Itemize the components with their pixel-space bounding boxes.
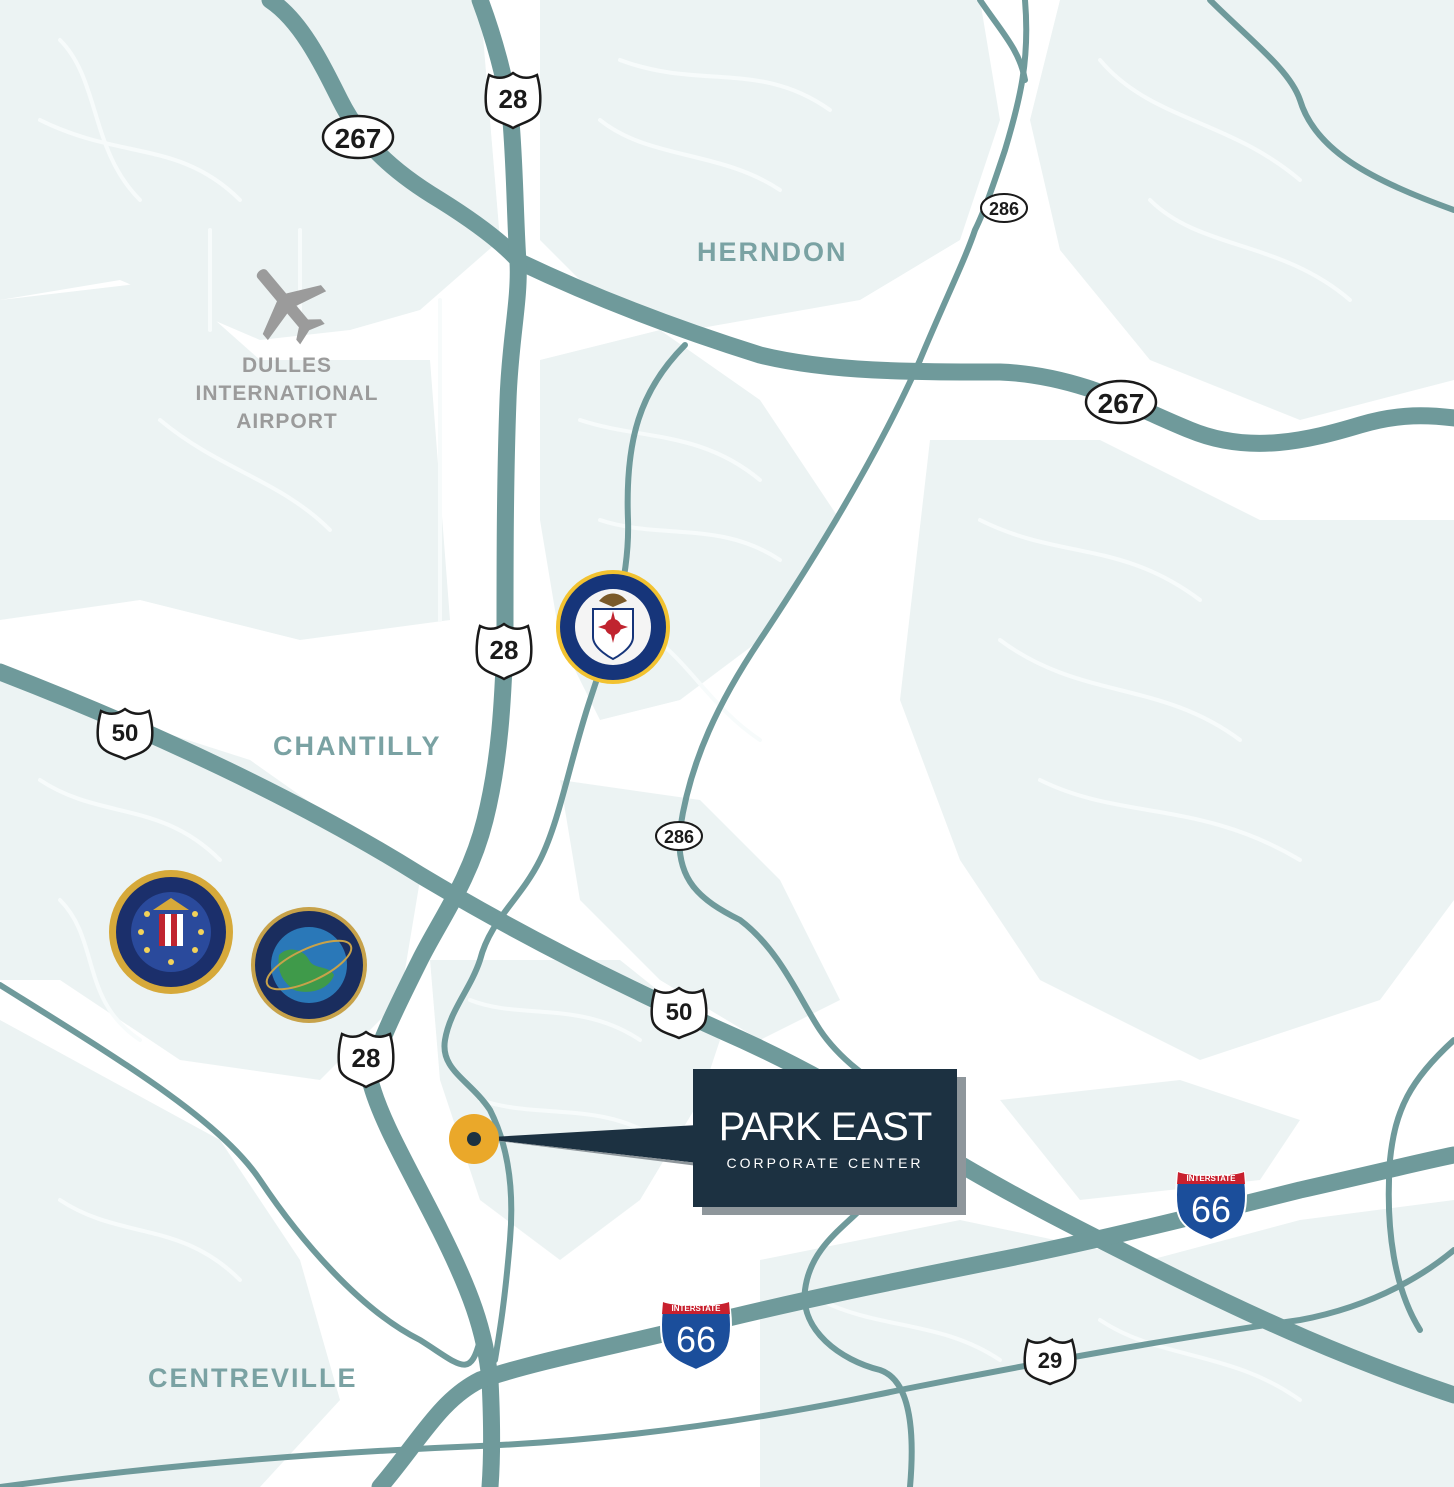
svg-text:28: 28 — [352, 1043, 381, 1073]
label-centreville: CENTREVILLE — [148, 1363, 358, 1393]
svg-text:29: 29 — [1038, 1348, 1062, 1373]
shield-us50-west: 50 — [96, 707, 154, 761]
label-herndon: HERNDON — [697, 237, 848, 267]
shield-i66-west: INTERSTATE 66 — [660, 1300, 732, 1372]
svg-text:28: 28 — [499, 84, 528, 114]
svg-text:INTERSTATE: INTERSTATE — [1186, 1174, 1236, 1183]
svg-text:50: 50 — [666, 999, 693, 1026]
shield-us28-middle: 28 — [475, 622, 533, 681]
svg-text:INTERSTATE: INTERSTATE — [671, 1304, 721, 1313]
shield-286-north: 286 — [980, 193, 1028, 223]
fbi-seal-icon — [109, 870, 233, 994]
svg-text:286: 286 — [989, 199, 1019, 219]
shield-us50-east: 50 — [650, 986, 708, 1040]
shield-267-north: 267 — [321, 114, 395, 160]
cia-seal-icon — [556, 570, 670, 684]
label-chantilly: CHANTILLY — [273, 731, 442, 761]
shield-us28-south: 28 — [337, 1030, 395, 1089]
location-marker-icon[interactable] — [449, 1114, 499, 1164]
airport-line-1: DULLES — [242, 354, 332, 377]
svg-text:286: 286 — [664, 827, 694, 847]
svg-text:66: 66 — [1191, 1189, 1231, 1230]
shield-286-south: 286 — [655, 821, 703, 851]
park-east-callout[interactable]: PARK EAST CORPORATE CENTER — [693, 1069, 957, 1207]
airport-line-2: INTERNATIONAL — [195, 382, 379, 405]
shield-us29: 29 — [1023, 1336, 1077, 1386]
shield-us28-north: 28 — [484, 71, 542, 130]
shield-267-east: 267 — [1084, 379, 1158, 425]
svg-text:267: 267 — [1098, 388, 1145, 419]
shield-i66-east: INTERSTATE 66 — [1175, 1170, 1247, 1242]
svg-text:28: 28 — [490, 635, 519, 665]
svg-text:267: 267 — [335, 123, 382, 154]
svg-text:50: 50 — [112, 720, 139, 747]
nro-seal-icon — [251, 907, 367, 1023]
svg-text:66: 66 — [676, 1319, 716, 1360]
callout-title: PARK EAST — [718, 1105, 933, 1149]
airplane-icon — [256, 269, 327, 345]
label-dulles-airport: DULLES INTERNATIONAL AIRPORT — [180, 352, 394, 436]
callout-subtitle: CORPORATE CENTER — [726, 1155, 924, 1171]
airport-line-3: AIRPORT — [236, 410, 338, 433]
callout-pointer — [474, 1125, 698, 1163]
local-streets — [38, 38, 1352, 1402]
